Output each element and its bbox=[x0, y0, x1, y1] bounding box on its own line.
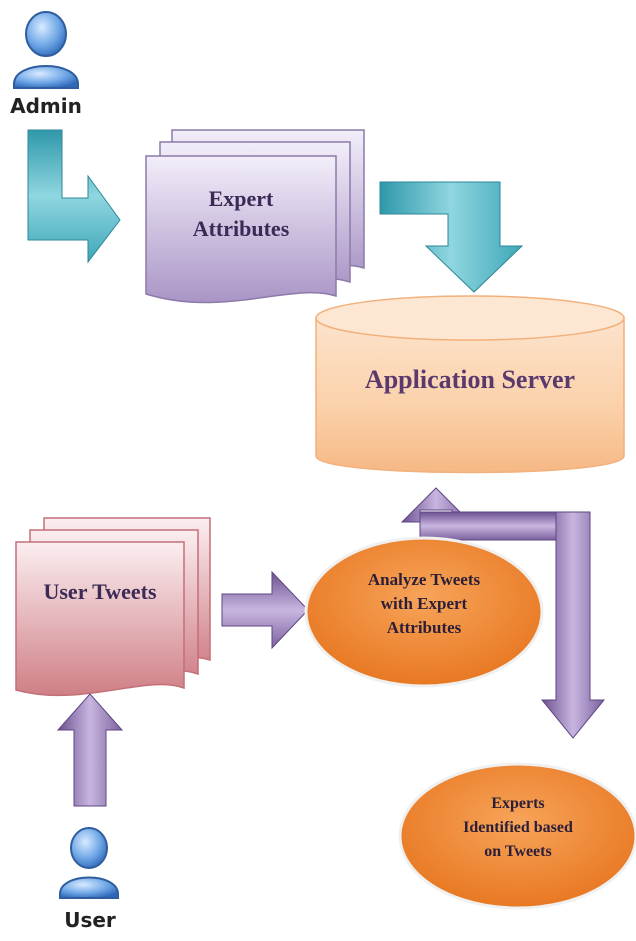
application-server-label: Application Server bbox=[364, 365, 576, 394]
application-server-cylinder bbox=[315, 295, 625, 474]
user-label: User bbox=[64, 908, 116, 932]
admin-icon bbox=[13, 11, 79, 89]
expert-attributes-label: Expert Attributes bbox=[192, 186, 290, 241]
tweets-to-analyze-arrow bbox=[221, 570, 309, 650]
analyze-tweets-ellipse bbox=[304, 536, 544, 688]
user-to-tweets-arrow bbox=[56, 693, 124, 807]
user-tweets-doc-stack bbox=[15, 517, 211, 697]
analyze-tweets-label: Analyze Tweets with Expert Attributes bbox=[367, 570, 481, 637]
experts-identified-label: Experts Identified based on Tweets bbox=[463, 795, 573, 860]
admin-label: Admin bbox=[10, 94, 82, 118]
admin-to-attributes-arrow bbox=[27, 129, 121, 264]
user-tweets-label: User Tweets bbox=[43, 579, 157, 604]
attributes-to-server-arrow bbox=[379, 181, 524, 293]
expert-attributes-doc-stack bbox=[145, 129, 365, 304]
experts-identified-ellipse bbox=[398, 762, 636, 910]
user-icon bbox=[59, 827, 119, 899]
server-feedback-arrows bbox=[400, 487, 606, 739]
